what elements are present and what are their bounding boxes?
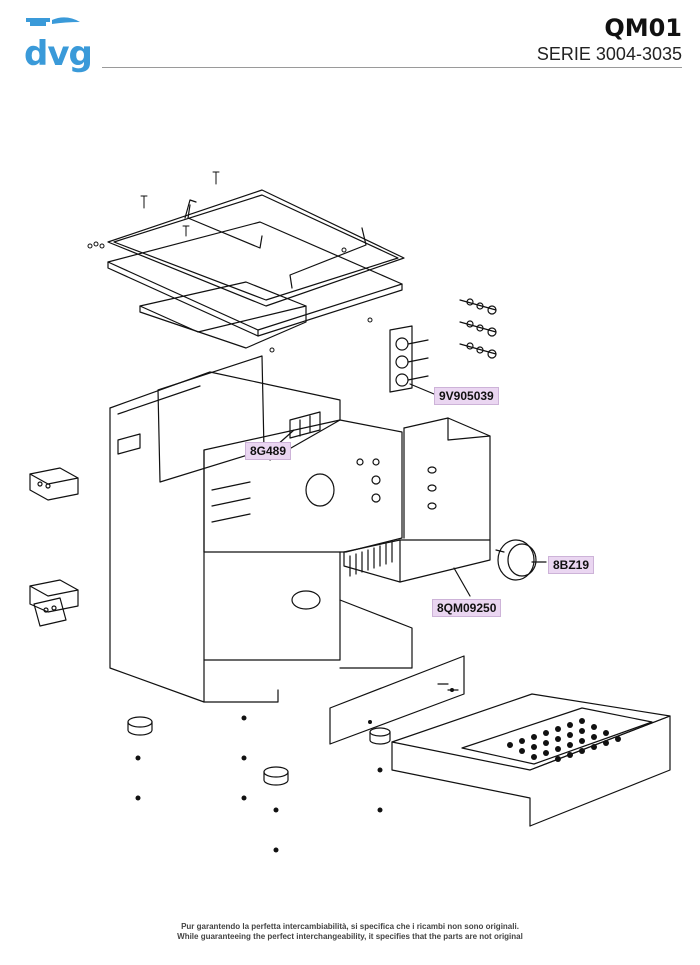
dvg-logo — [26, 17, 80, 26]
part-label-pump: 8BZ19 — [548, 556, 595, 574]
valve-knobs — [459, 298, 497, 359]
main-body — [109, 355, 413, 703]
part-label-switch-block: 9V905039 — [434, 387, 499, 405]
switch-block — [389, 325, 429, 393]
disclaimer-english: While guaranteeing the perfect interchan… — [177, 932, 523, 941]
feet — [127, 716, 391, 786]
screws-bottom — [135, 688, 454, 853]
pump-part — [495, 539, 537, 581]
drip-grid — [461, 707, 653, 765]
brand-logo-text: dvg — [24, 34, 93, 74]
logo-cup-icon — [26, 17, 80, 26]
series-subtitle: SERIE 3004-3035 — [536, 44, 682, 64]
drip-tray-front — [329, 655, 465, 745]
leader-boiler — [453, 567, 471, 597]
boiler-box — [343, 417, 491, 583]
disclaimer-italian: Pur garantendo la perfetta intercambiabi… — [181, 922, 519, 931]
cup-rail — [107, 189, 405, 307]
leader-switch — [409, 383, 435, 395]
bracket-part — [289, 411, 321, 439]
drip-tray — [391, 693, 671, 827]
screws-top — [87, 171, 373, 353]
power-switch — [29, 467, 79, 501]
model-title: QM01 — [604, 14, 682, 42]
top-cover — [139, 281, 307, 349]
part-label-bracket: 8G489 — [245, 442, 292, 460]
header-divider — [102, 67, 682, 68]
power-socket — [29, 579, 79, 627]
part-label-boiler: 8QM09250 — [432, 599, 502, 617]
